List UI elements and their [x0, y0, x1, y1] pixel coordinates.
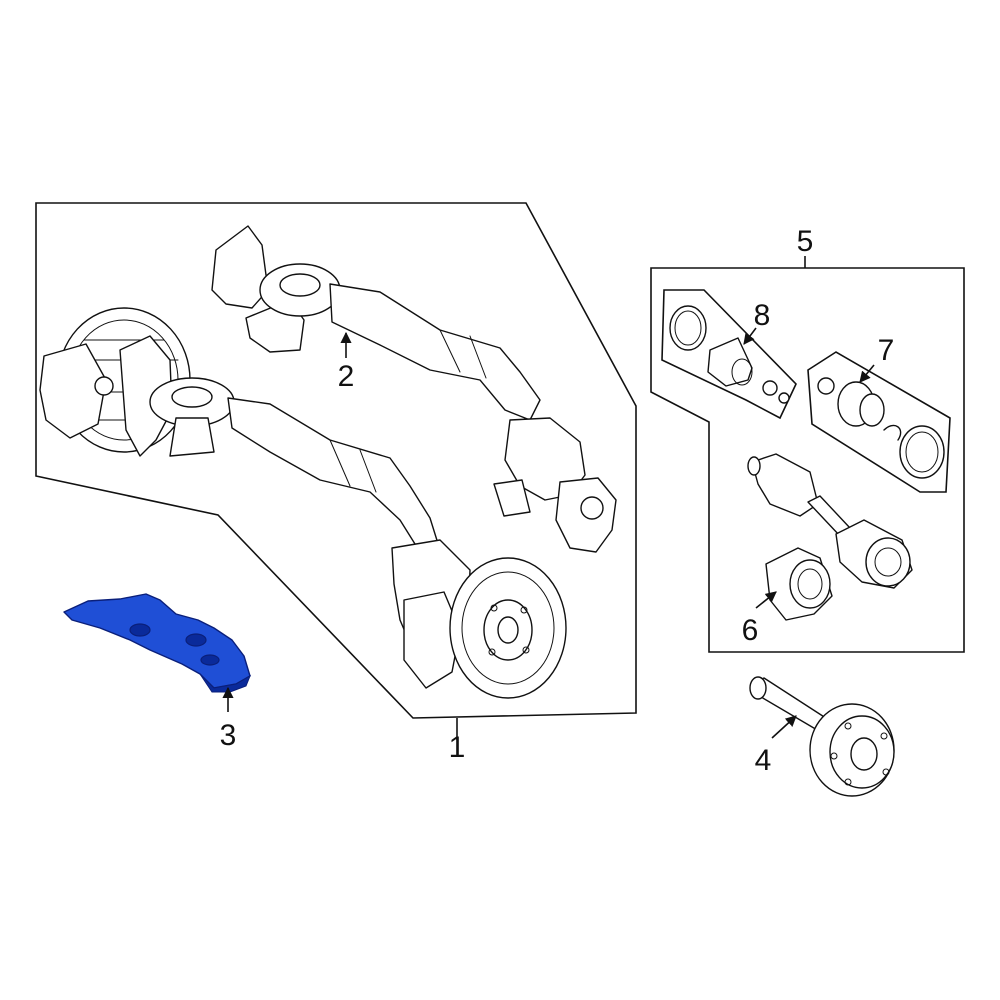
leader-line-4: [771, 715, 797, 739]
callout-2[interactable]: 2: [338, 360, 355, 393]
inner-joint-boot-kit[interactable]: [807, 351, 951, 493]
axle-assembly-frame: [35, 202, 637, 719]
callout-7[interactable]: 7: [878, 334, 895, 367]
callout-6[interactable]: 6: [742, 614, 759, 647]
cv-joint-housing[interactable]: [765, 547, 833, 621]
callout-5[interactable]: 5: [797, 225, 814, 258]
axle-assembly-lower[interactable]: [39, 307, 567, 699]
outer-joint-boot-kit[interactable]: [661, 289, 797, 420]
axle-shaft-kit-frame: [650, 267, 965, 653]
callout-1[interactable]: 1: [449, 731, 466, 764]
leader-line-8: [743, 327, 757, 345]
leader-line-6: [755, 591, 777, 609]
callout-4[interactable]: 4: [755, 744, 772, 777]
half-shaft[interactable]: [747, 453, 913, 589]
skid-plate[interactable]: [63, 593, 251, 693]
leader-line-7: [859, 364, 875, 383]
callout-3[interactable]: 3: [220, 719, 237, 752]
axle-shaft[interactable]: [749, 676, 895, 797]
callout-8[interactable]: 8: [754, 299, 771, 332]
axle-housing-upper[interactable]: [211, 225, 617, 553]
